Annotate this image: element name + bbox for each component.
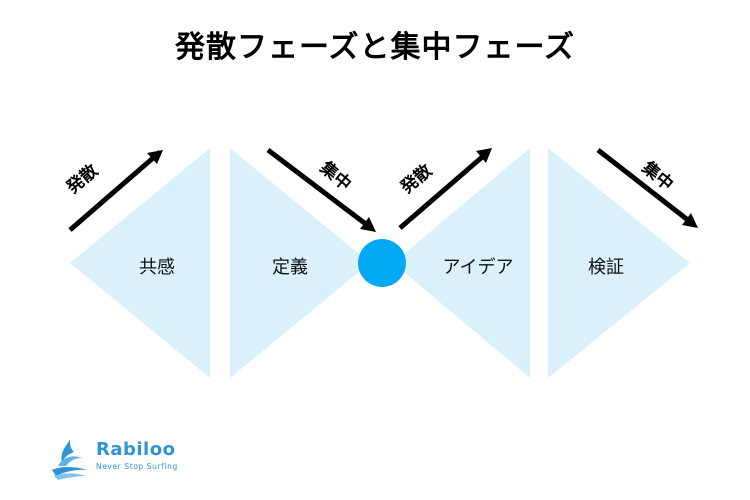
diverge-arrow-2 <box>398 150 490 230</box>
diverge-arrow-2-head <box>476 148 492 163</box>
converge-arrow-1 <box>266 148 373 230</box>
define-shape <box>230 148 370 378</box>
rabiloo-logo-icon <box>52 440 88 480</box>
rabiloo-logo: Rabiloo Never Stop Surfing <box>48 436 248 480</box>
test-shape <box>548 148 690 378</box>
ideate-shape <box>393 148 530 378</box>
empathize-shape <box>70 148 210 378</box>
ideate-label: アイデア <box>442 257 514 278</box>
empathize-label: 共感 <box>139 257 175 278</box>
diverge-arrow-1-head <box>147 150 163 164</box>
converge-arrow-2 <box>596 148 695 226</box>
converge-arrow-2-head <box>682 213 698 228</box>
page-title: 発散フェーズと集中フェーズ <box>175 30 575 65</box>
logo-tagline: Never Stop Surfing <box>96 462 178 471</box>
logo-name: Rabiloo <box>96 439 176 460</box>
convergence-node <box>358 239 406 287</box>
diverge-arrow-1 <box>68 150 162 232</box>
define-label: 定義 <box>272 257 308 278</box>
converge-arrow-1-head <box>360 217 376 232</box>
test-label: 検証 <box>588 257 624 278</box>
